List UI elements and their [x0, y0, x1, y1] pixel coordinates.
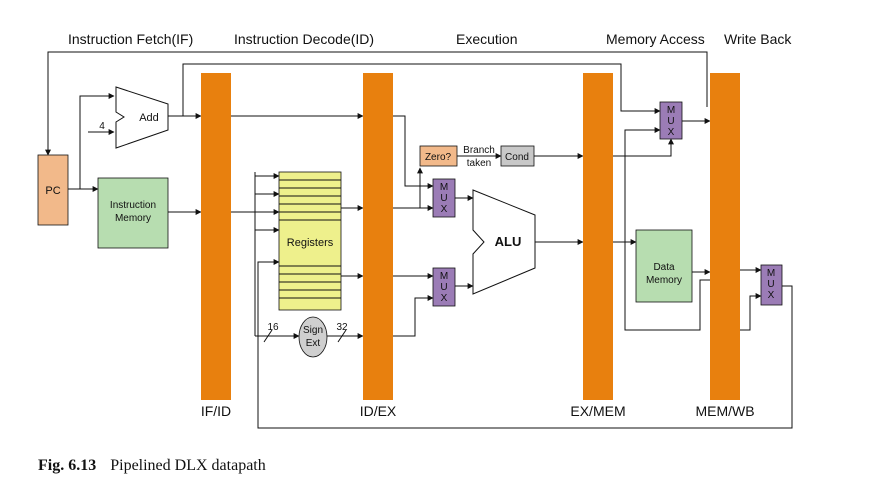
stage-label-writeback: Write Back [724, 31, 792, 47]
branch-taken-label-line2: taken [467, 158, 491, 169]
svg-text:X: X [768, 290, 775, 301]
zero-test-label: Zero? [425, 152, 452, 163]
bus-width-16-slash [263, 329, 273, 343]
sign-extend-label-line2: Ext [306, 338, 321, 349]
instruction-memory-label-line2: Memory [115, 213, 151, 224]
cond-label: Cond [505, 152, 529, 163]
svg-text:X: X [441, 204, 448, 215]
sign-extend-label-line1: Sign [303, 325, 323, 336]
mem-wb-label: MEM/WB [695, 403, 754, 419]
data-memory-label-line2: Memory [646, 275, 682, 286]
bus-width-32-slash [337, 329, 347, 343]
mux-writeback: M U X [760, 264, 783, 306]
bus-width-32-label: 32 [336, 322, 348, 333]
wires [45, 51, 793, 429]
mux-alu-bottom: M U X [432, 267, 456, 307]
mux-pc-select: M U X [659, 101, 683, 140]
svg-text:M: M [440, 182, 448, 193]
mux-alu-top: M U X [432, 178, 456, 218]
ex-mem-label: EX/MEM [570, 403, 625, 419]
instruction-memory-block [97, 177, 169, 249]
id-ex-label: ID/EX [360, 403, 397, 419]
zero-test-block [419, 145, 458, 167]
stage-label-execution: Execution [456, 31, 517, 47]
svg-text:M: M [767, 268, 775, 279]
svg-text:U: U [667, 116, 674, 127]
stage-label-decode: Instruction Decode(ID) [234, 31, 374, 47]
sign-extend-unit [298, 316, 328, 358]
svg-text:U: U [440, 193, 447, 204]
alu-unit [472, 189, 536, 295]
mem-wb-register [710, 73, 740, 400]
data-memory-block [635, 229, 693, 303]
figure-number: Fig. 6.13 [38, 457, 96, 474]
constant-four-label: 4 [99, 121, 105, 132]
bus-width-16-label: 16 [267, 322, 279, 333]
figure-caption: Fig. 6.13 Pipelined DLX datapath [38, 457, 266, 474]
instruction-memory-label-line1: Instruction [110, 200, 156, 211]
registers-label: Registers [287, 237, 334, 249]
stage-label-memory: Memory Access [606, 31, 705, 47]
if-id-register [201, 73, 231, 400]
if-id-label: IF/ID [201, 403, 231, 419]
svg-text:M: M [440, 271, 448, 282]
ex-mem-register [583, 73, 613, 400]
svg-text:X: X [668, 127, 675, 138]
pc-label: PC [45, 185, 60, 197]
cond-block [500, 145, 535, 167]
registers-file [278, 171, 342, 311]
data-memory-label-line1: Data [653, 262, 675, 273]
add-label: Add [139, 112, 159, 124]
figure-title: Pipelined DLX datapath [110, 457, 266, 474]
svg-text:X: X [441, 293, 448, 304]
alu-label: ALU [495, 234, 522, 249]
id-ex-register [363, 73, 393, 400]
branch-taken-label-line1: Branch [463, 145, 495, 156]
pc-block [37, 154, 69, 226]
svg-text:M: M [667, 105, 675, 116]
stage-label-fetch: Instruction Fetch(IF) [68, 31, 193, 47]
svg-text:U: U [440, 282, 447, 293]
add-unit [115, 86, 169, 149]
svg-text:U: U [767, 279, 774, 290]
